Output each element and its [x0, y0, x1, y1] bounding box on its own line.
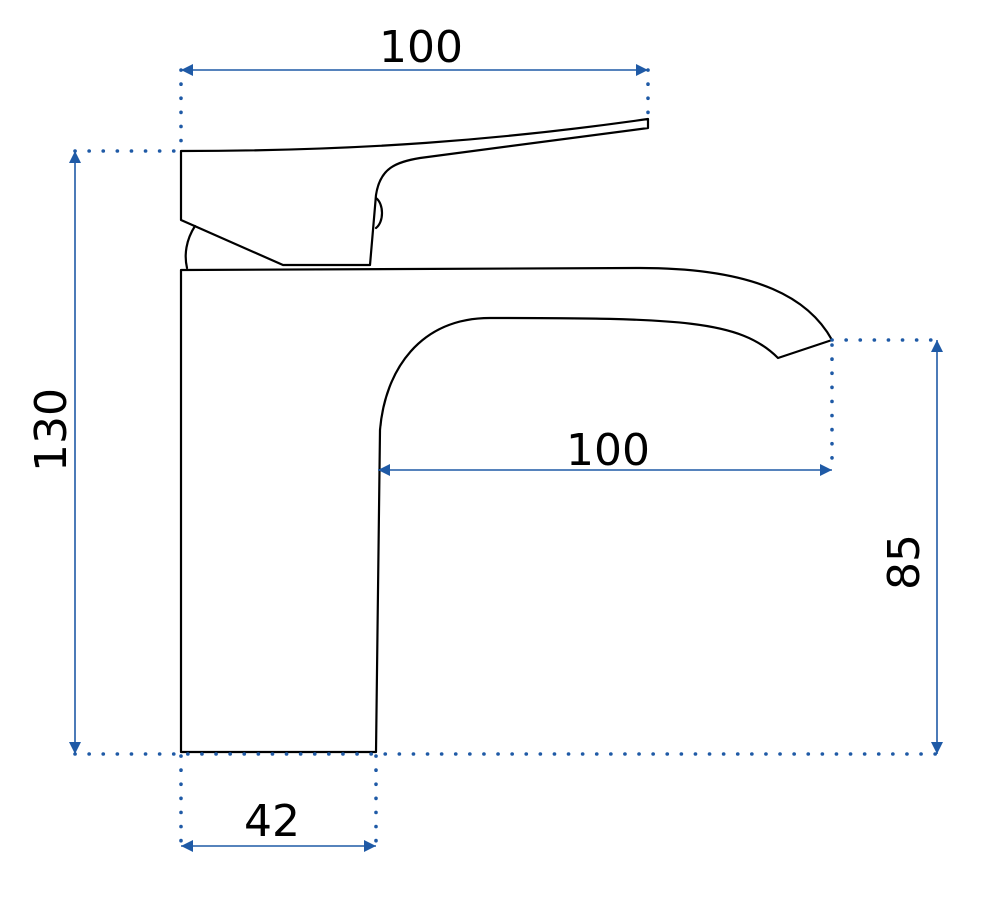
label-spout-reach: 100	[566, 425, 650, 476]
faucet-cartridge-cap	[184, 224, 197, 270]
label-base-width: 42	[244, 796, 300, 847]
faucet-handle	[179, 117, 650, 267]
faucet-outline	[179, 117, 834, 754]
label-spout-height: 85	[879, 534, 930, 590]
dimension-labels: 100 130 100 85 42	[26, 22, 930, 847]
dimension-lines	[69, 64, 943, 852]
label-total-height: 130	[26, 388, 77, 472]
faucet-body	[179, 266, 834, 754]
handle-pivot-mark	[374, 196, 384, 230]
label-handle-reach: 100	[379, 22, 463, 73]
reference-lines	[73, 68, 942, 848]
